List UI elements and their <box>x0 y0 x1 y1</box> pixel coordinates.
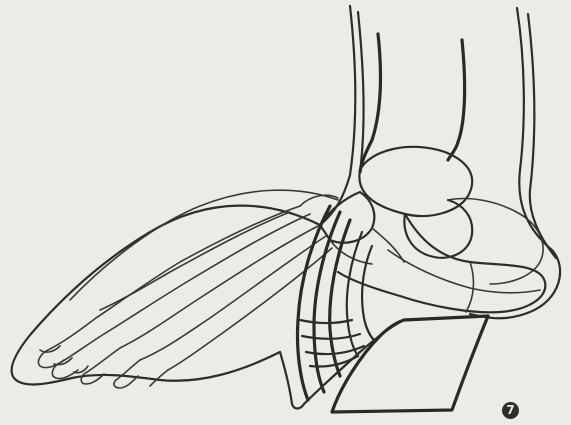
heel-wedge-block <box>332 316 488 412</box>
figure-number-badge: 7 <box>502 402 519 419</box>
leg-skin-outline <box>320 6 560 318</box>
tibia-fibula <box>360 34 465 172</box>
figure-number-label: 7 <box>506 403 514 417</box>
foot-skin-outline <box>12 190 338 384</box>
talus-ankle-bones <box>359 147 543 284</box>
arch-support-lines <box>297 206 374 400</box>
